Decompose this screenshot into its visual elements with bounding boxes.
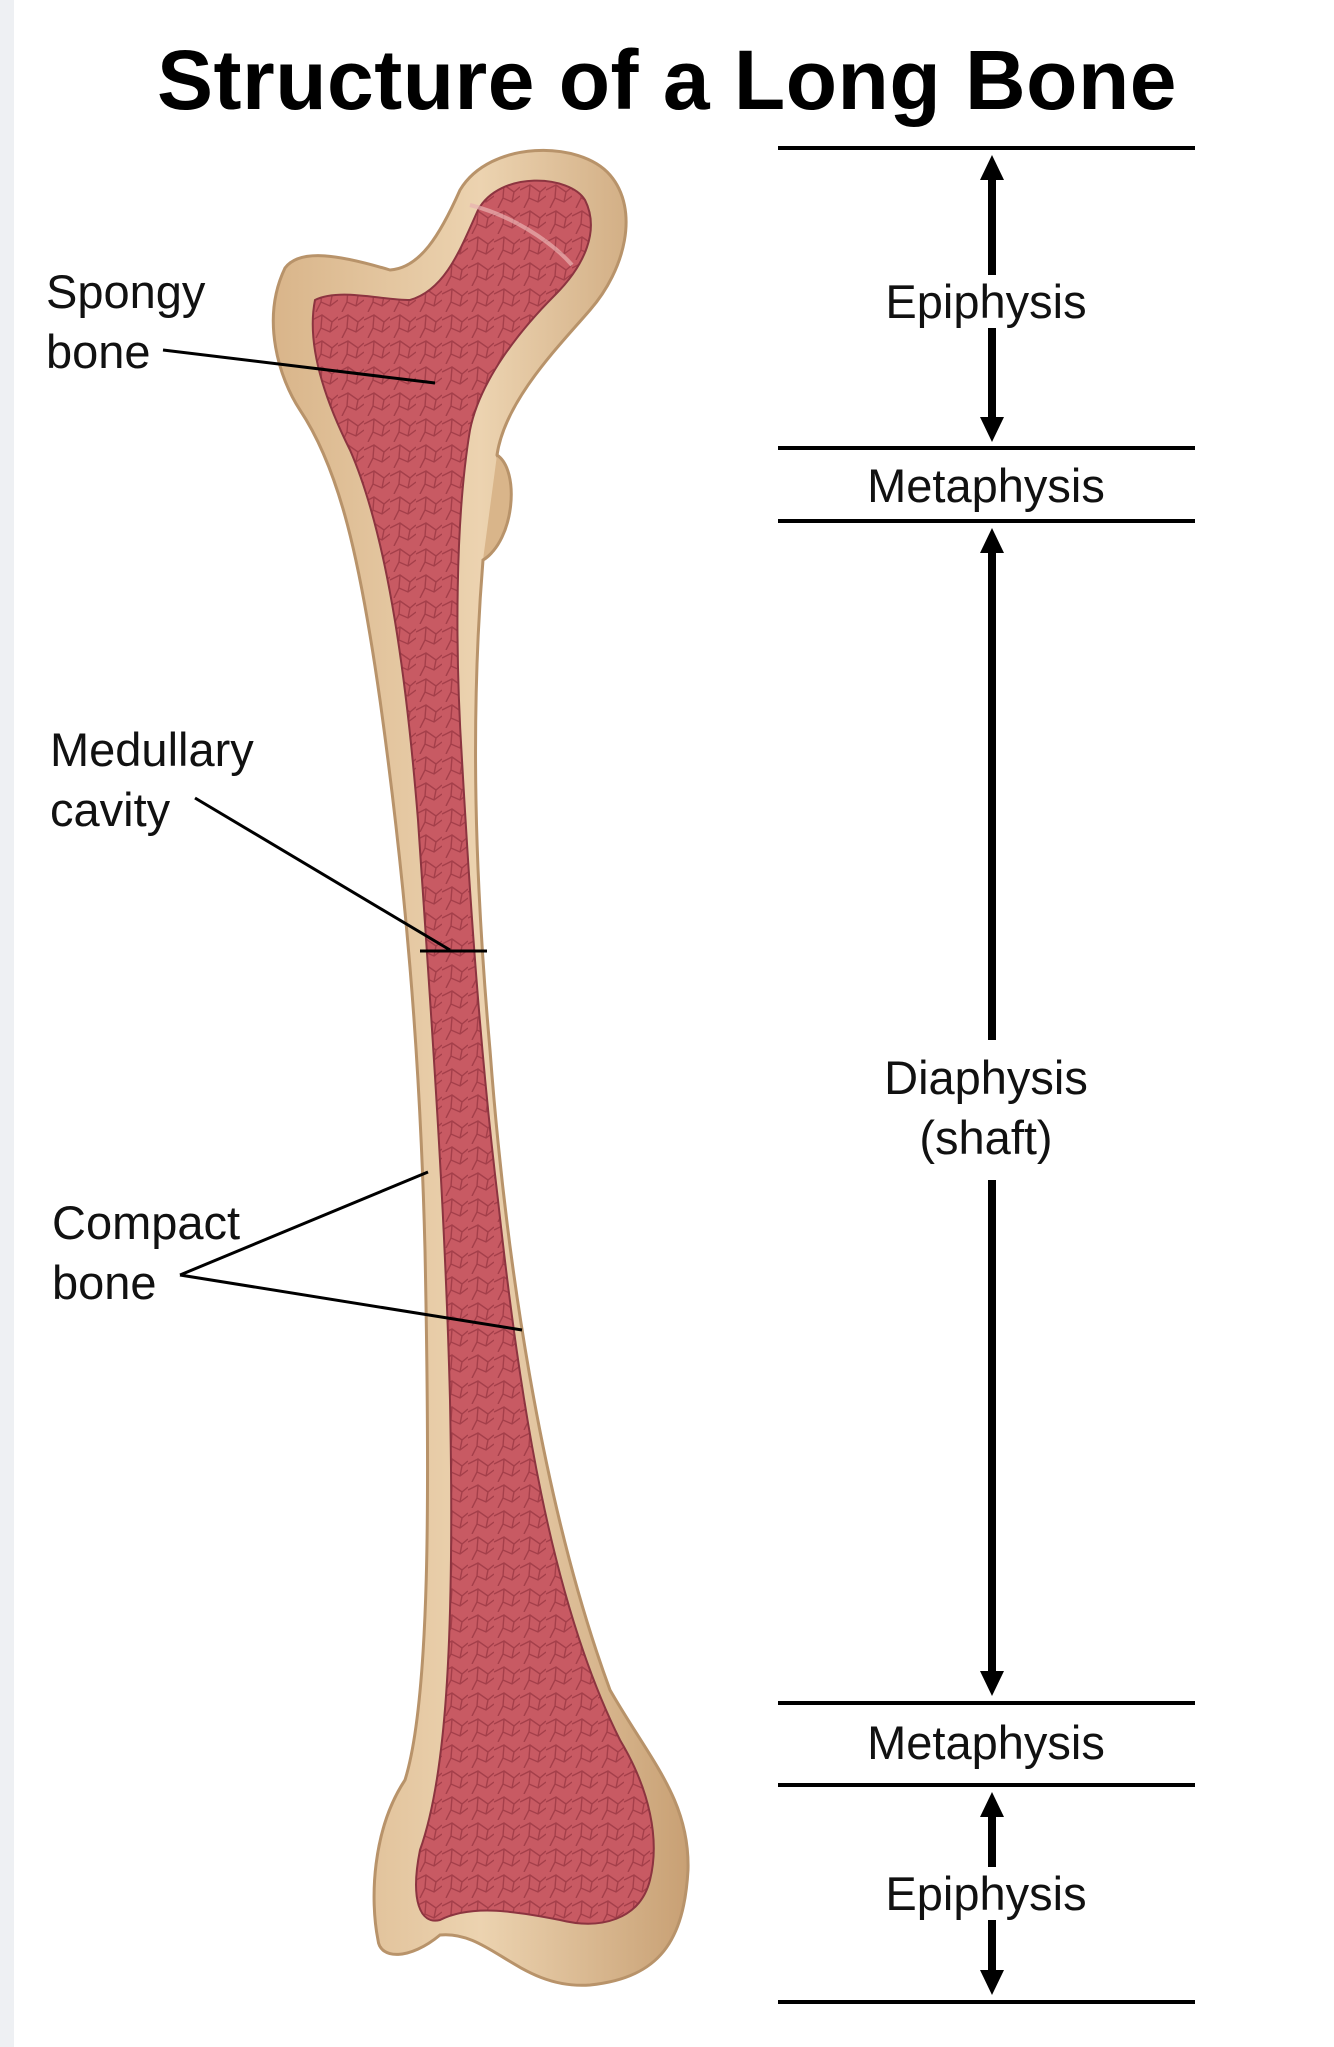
- arrowhead-up-2: [980, 528, 1004, 553]
- arrowhead-down-3: [980, 1970, 1004, 1995]
- region-diaphysis: Diaphysis (shaft): [776, 1048, 1196, 1168]
- arrowhead-up-1: [980, 155, 1004, 180]
- region-metaphysis-top: Metaphysis: [776, 456, 1196, 516]
- arrowhead-down-1: [980, 417, 1004, 442]
- region-metaphysis-bottom: Metaphysis: [776, 1713, 1196, 1773]
- arrowhead-down-2: [980, 1671, 1004, 1696]
- region-epiphysis-top: Epiphysis: [776, 272, 1196, 332]
- arrowhead-up-3: [980, 1792, 1004, 1817]
- region-epiphysis-bottom: Epiphysis: [776, 1864, 1196, 1924]
- label-spongy-bone: Spongy bone: [46, 262, 205, 382]
- label-compact-bone: Compact bone: [52, 1193, 240, 1313]
- label-medullary-cavity: Medullary cavity: [50, 720, 254, 840]
